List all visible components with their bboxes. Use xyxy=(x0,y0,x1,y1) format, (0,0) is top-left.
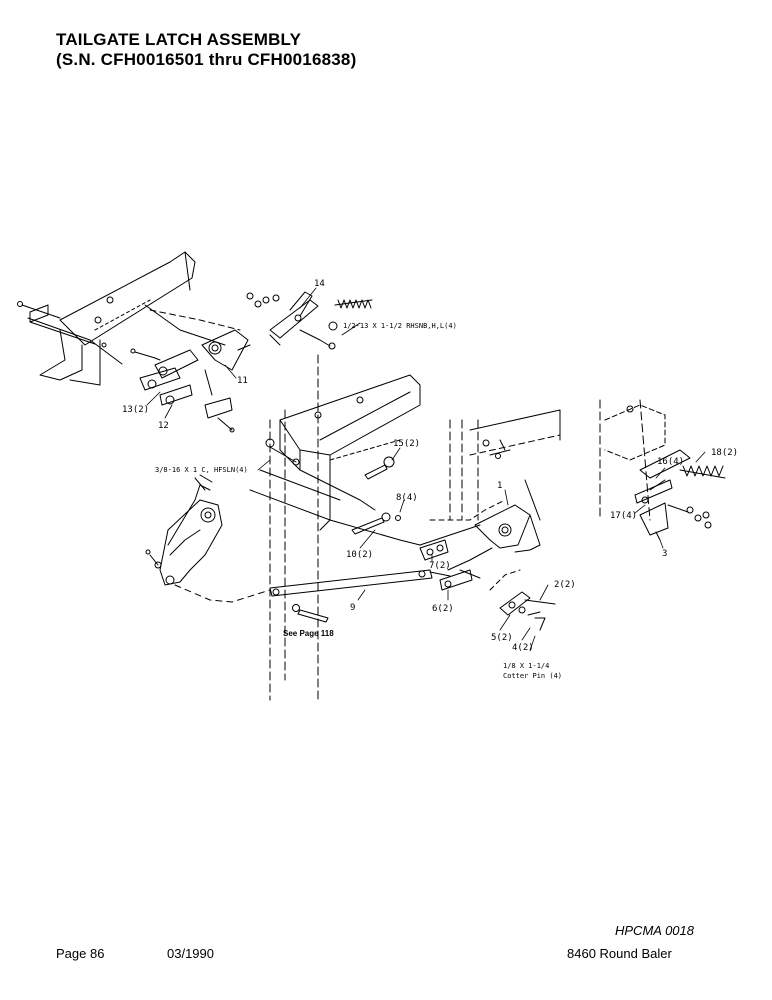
note-3-8-bolt: 3/8-16 X 1 C, HFSLN(4) xyxy=(155,466,248,474)
revision-date: 03/1990 xyxy=(167,946,214,961)
link-pieces xyxy=(419,539,481,591)
callout-6: 6(2) xyxy=(432,604,454,614)
callout-5: 5(2) xyxy=(491,633,513,643)
left-lever-assembly xyxy=(145,474,271,603)
page-number: Page 86 xyxy=(56,946,105,961)
page-subtitle: (S.N. CFH0016501 thru CFH0016838) xyxy=(56,50,357,69)
callout-1: 1 xyxy=(497,481,502,491)
document-code: HPCMA 0018 xyxy=(615,923,694,938)
callout-4: 4(2) xyxy=(512,643,534,653)
center-frame-arm xyxy=(249,374,421,546)
callout-18: 18(2) xyxy=(711,448,738,458)
latch-plate-cluster xyxy=(130,329,251,433)
callout-10: 10(2) xyxy=(346,550,373,560)
callout-2: 2(2) xyxy=(554,580,576,590)
see-page-reference: See Page 118 xyxy=(283,629,334,638)
callout-17: 17(4) xyxy=(610,511,637,521)
callout-16: 16(4) xyxy=(657,457,684,467)
callout-15: 15(2) xyxy=(393,439,420,449)
left-bracket-hardware xyxy=(17,301,123,365)
spring-upper xyxy=(334,299,373,309)
right-frame-panel xyxy=(469,409,561,521)
model-name: 8460 Round Baler xyxy=(567,946,672,961)
bolt-15 xyxy=(364,456,395,480)
callout-9: 9 xyxy=(350,603,355,613)
callout-8: 8(4) xyxy=(396,493,418,503)
lower-bolt xyxy=(292,604,329,623)
bolt-10 xyxy=(351,512,401,535)
callout-labels: 14 11 12 13(2) 15(2) 1 8(4) 10(2) 7(2) 9… xyxy=(122,279,738,653)
left-frame-arm xyxy=(39,251,241,386)
callout-12: 12 xyxy=(158,421,169,431)
note-cotter-size: 1/8 X 1-1/4 xyxy=(503,662,549,670)
center-latch-plate xyxy=(419,499,541,571)
lower-right-link xyxy=(489,569,556,631)
callout-13: 13(2) xyxy=(122,405,149,415)
hardware-notes: 1/2-13 X 1-1/2 RHSNB,H,L(4) 3/8-16 X 1 C… xyxy=(155,322,562,680)
right-latch-group xyxy=(604,404,726,541)
callout-11: 11 xyxy=(237,376,248,386)
callout-3: 3 xyxy=(662,549,667,559)
callout-7: 7(2) xyxy=(429,561,451,571)
frame-dashed-lines xyxy=(269,354,651,701)
note-half-inch-bolt: 1/2-13 X 1-1/2 RHSNB,H,L(4) xyxy=(343,322,457,330)
connecting-rod xyxy=(269,569,451,597)
latch-hook-assembly xyxy=(246,291,338,350)
page-title: TAILGATE LATCH ASSEMBLY xyxy=(56,30,302,49)
leader-lines xyxy=(146,287,706,651)
callout-14: 14 xyxy=(314,279,325,289)
note-cotter-pin: Cotter Pin (4) xyxy=(503,672,562,680)
bolt-3-8 xyxy=(265,438,300,466)
